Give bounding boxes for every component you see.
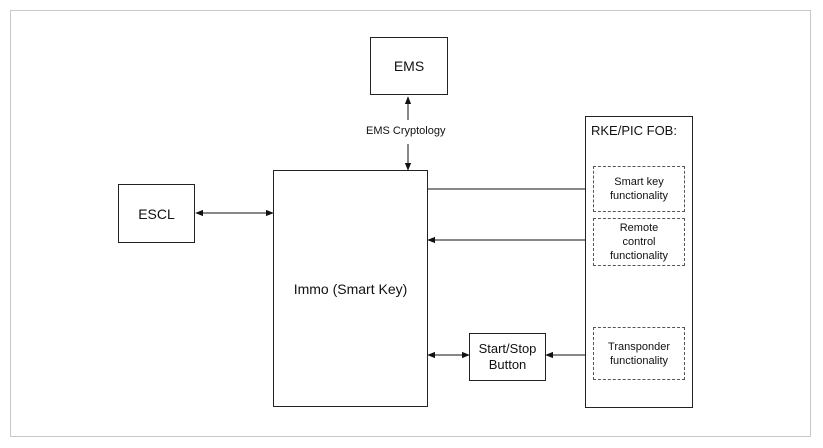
- transponder-functionality-label: Transponder functionality: [608, 340, 670, 367]
- remote-control-functionality-label: Remote control functionality: [609, 222, 669, 262]
- escl-box: ESCL: [118, 184, 195, 243]
- ems-box: EMS: [370, 37, 448, 95]
- fob-title: RKE/PIC FOB:: [591, 123, 677, 138]
- ems-cryptology-label: EMS Cryptology: [364, 125, 448, 137]
- start-stop-label: Start/Stop Button: [478, 341, 537, 372]
- immo-box: Immo (Smart Key): [273, 170, 428, 407]
- escl-label: ESCL: [138, 205, 175, 222]
- transponder-functionality-box: Transponder functionality: [593, 327, 685, 380]
- ems-label: EMS: [393, 58, 425, 74]
- smart-key-functionality-label: Smart key functionality: [609, 176, 669, 202]
- remote-control-functionality-box: Remote control functionality: [593, 218, 685, 266]
- smart-key-functionality-box: Smart key functionality: [593, 166, 685, 212]
- start-stop-box: Start/Stop Button: [469, 333, 546, 381]
- diagram-frame: [10, 10, 811, 437]
- immo-label: Immo (Smart Key): [293, 280, 408, 297]
